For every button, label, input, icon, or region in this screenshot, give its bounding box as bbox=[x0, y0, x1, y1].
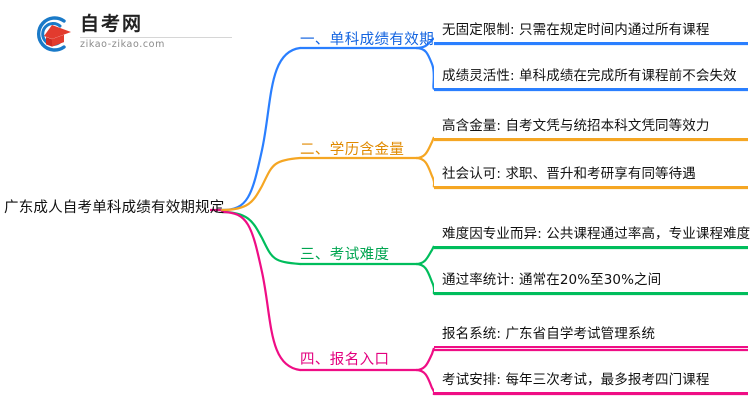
leaf-node-4-1[interactable]: 报名系统: 广东省自学考试管理系统 bbox=[434, 318, 748, 348]
logo-divider bbox=[80, 37, 232, 38]
branch-title-2[interactable]: 二、学历含金量 bbox=[300, 142, 405, 158]
leaf-node-2-1[interactable]: 高含金量: 自考文凭与统招本科文凭同等效力 bbox=[434, 110, 748, 140]
leaf-node-1-2[interactable]: 成绩灵活性: 单科成绩在完成所有课程前不会失效 bbox=[434, 60, 748, 90]
logo-text-block: 自考网 zikao-zikao.com bbox=[80, 12, 240, 56]
site-logo[interactable]: 自考网 zikao-zikao.com bbox=[30, 12, 240, 58]
branch-title-4[interactable]: 四、报名入口 bbox=[300, 352, 390, 368]
leaf-node-2-2[interactable]: 社会认可: 求职、晋升和考研享有同等待遇 bbox=[434, 158, 748, 188]
logo-name: 自考网 bbox=[80, 13, 144, 35]
leaf-node-4-2[interactable]: 考试安排: 每年三次考试，最多报考四门课程 bbox=[434, 364, 748, 394]
logo-url: zikao-zikao.com bbox=[80, 39, 165, 50]
connector-root-branch-4 bbox=[220, 210, 302, 372]
branch-title-1[interactable]: 一、单科成绩有效期 bbox=[300, 32, 435, 48]
connector-root-branch-3 bbox=[220, 210, 302, 266]
branch-title-3[interactable]: 三、考试难度 bbox=[300, 247, 390, 263]
connector-root-branch-1 bbox=[220, 46, 302, 212]
leaf-node-3-2[interactable]: 通过率统计: 通常在20%至30%之间 bbox=[434, 264, 748, 294]
leaf-node-3-1[interactable]: 难度因专业而异: 公共课程通过率高，专业课程难度大 bbox=[434, 218, 750, 248]
connector-root-branch-2 bbox=[220, 156, 302, 212]
mindmap-root-node[interactable]: 广东成人自考单科成绩有效期规定 bbox=[4, 200, 225, 216]
leaf-node-1-1[interactable]: 无固定限制: 只需在规定时间内通过所有课程 bbox=[434, 14, 748, 44]
graduation-cap-icon bbox=[30, 14, 74, 54]
